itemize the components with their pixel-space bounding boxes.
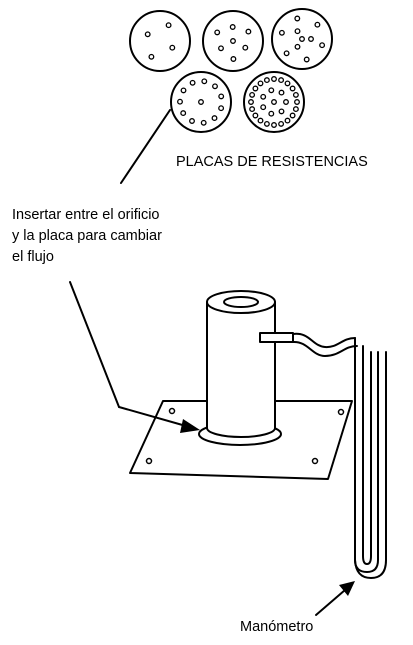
plate-hole (180, 87, 187, 94)
plate-hole (218, 105, 225, 112)
plate-hole (248, 99, 254, 105)
plate-hole (180, 110, 187, 117)
plate-hole (294, 43, 301, 50)
plate-hole (148, 53, 155, 60)
plate-hole (165, 22, 172, 29)
plate-hole (249, 106, 256, 113)
plate-hole (278, 120, 285, 127)
plate-hole (189, 79, 196, 86)
manometer-hose (292, 332, 356, 349)
plate-hole (198, 99, 204, 105)
resistance-plate (129, 10, 191, 72)
instruction-line: el flujo (12, 249, 54, 265)
cylinder-body (206, 301, 276, 438)
base-screw-hole (337, 408, 345, 416)
plates-label: PLACAS DE RESISTENCIAS (176, 154, 368, 170)
plate-hole (218, 93, 225, 100)
plate-hole (289, 85, 296, 92)
plate-hole (278, 77, 285, 84)
plate-hole (319, 42, 326, 49)
manometer-arrow-head (339, 581, 355, 596)
instruction-line: Insertar entre el orificio (12, 207, 160, 223)
plate-hole (230, 38, 236, 44)
plate-hole (292, 106, 299, 113)
plate-hole (177, 98, 183, 105)
plate-hole (189, 118, 195, 124)
resistance-plates-group (129, 8, 333, 133)
manometer-arrow-line (315, 589, 346, 616)
plate-hole (303, 56, 310, 63)
plate-hole (284, 80, 291, 87)
instruction-label: Insertar entre el orificio y la placa pa… (12, 205, 162, 268)
plate-hole (249, 91, 256, 98)
plate-hole (308, 36, 314, 42)
plate-hole (169, 44, 176, 51)
plate-hole (283, 99, 289, 105)
cylinder-opening (223, 296, 259, 308)
plate-hole (214, 29, 221, 36)
plate-hole (283, 50, 290, 57)
manometer-bottom (354, 559, 387, 579)
plate-hole (278, 89, 285, 96)
plate-hole (218, 45, 224, 52)
plate-hole (230, 56, 237, 62)
manometer-label: Manómetro (240, 619, 314, 635)
plate-hole (260, 93, 267, 100)
plate-hole (294, 99, 300, 105)
plate-hole (201, 78, 208, 85)
plate-hole (292, 91, 299, 98)
plates-pointer-line (120, 109, 171, 184)
plate-hole (252, 85, 259, 92)
plate-hole (268, 87, 275, 94)
plate-hole (299, 36, 305, 42)
orifice-arrow-line (118, 406, 187, 427)
base-screw-hole (168, 407, 176, 415)
plate-hole (144, 31, 151, 38)
plate-hole (271, 122, 277, 128)
plate-hole (314, 21, 321, 28)
plate-hole (278, 29, 285, 36)
plate-hole (268, 110, 275, 117)
plate-hole (294, 15, 301, 22)
plate-hole (278, 108, 285, 115)
manometer-hose (292, 340, 358, 357)
base-screw-hole (145, 457, 153, 465)
plate-hole (260, 104, 267, 111)
plate-hole (211, 115, 218, 122)
plate-hole (229, 24, 236, 30)
plate-hole (284, 117, 291, 124)
plate-hole (212, 83, 218, 90)
manometer-u-tube-outer (354, 337, 379, 573)
plate-hole (271, 99, 277, 105)
plate-hole (252, 112, 259, 119)
plate-hole (263, 77, 270, 84)
instruction-pointer-line (69, 281, 120, 408)
plate-hole (242, 44, 249, 51)
plate-hole (257, 117, 264, 124)
plate-hole (294, 28, 301, 35)
side-port-tube (259, 332, 294, 343)
plate-hole (271, 76, 277, 82)
instruction-line: y la placa para cambiar (12, 228, 162, 244)
plate-hole (245, 28, 252, 35)
plate-hole (263, 120, 270, 127)
plate-hole (200, 119, 207, 126)
plate-hole (289, 112, 296, 119)
base-screw-hole (311, 457, 319, 465)
manometer-u-tube-inner (362, 345, 372, 565)
orifice-arrow-head (180, 419, 200, 433)
plate-hole (257, 80, 264, 87)
